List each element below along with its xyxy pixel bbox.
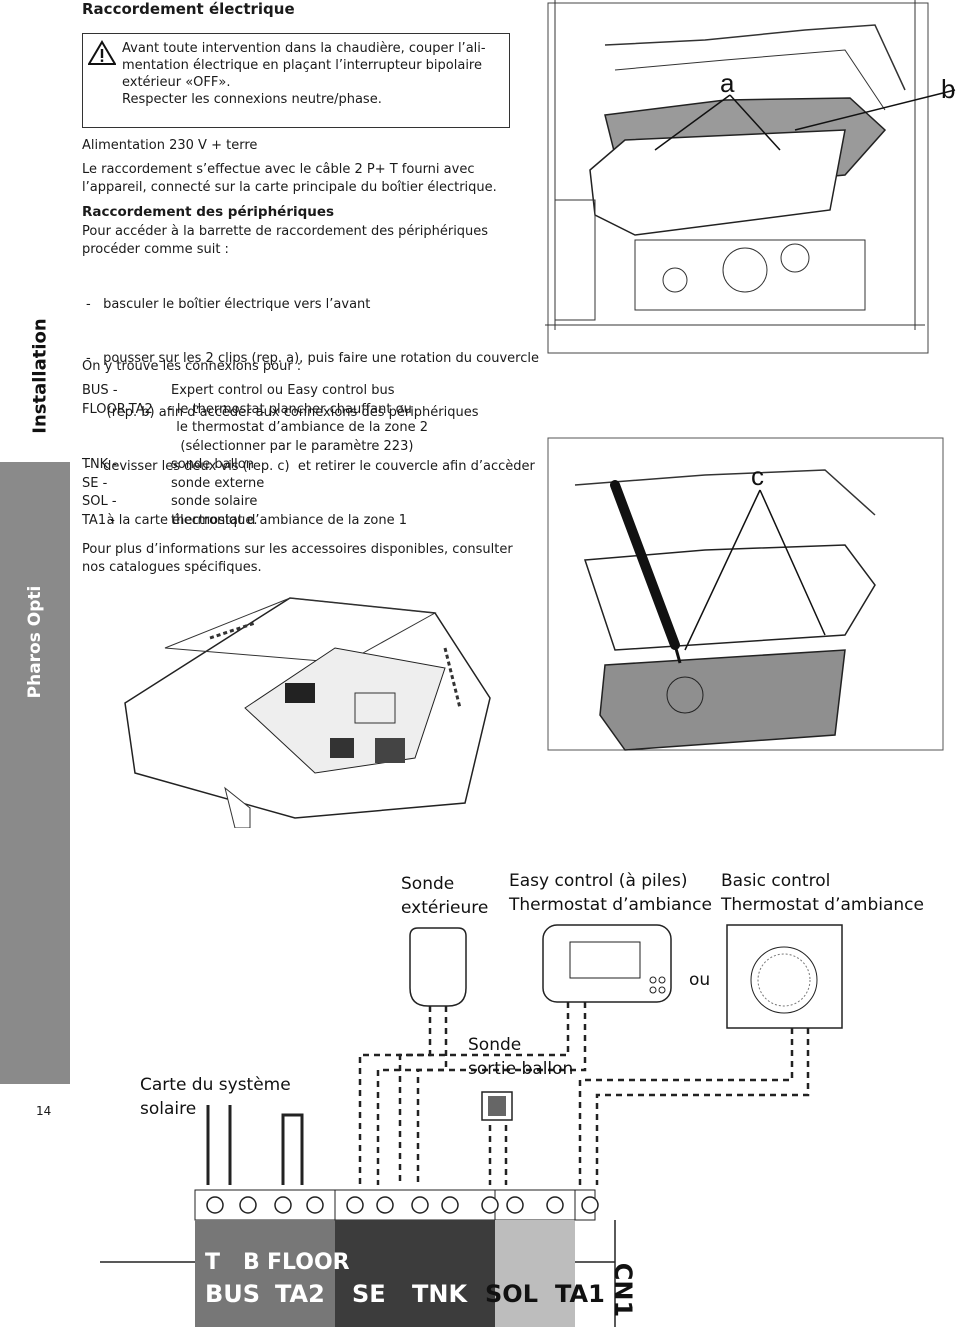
label-easy-control: Easy control (à piles)Thermostat d’ambia… — [509, 871, 712, 915]
label-ou: ou — [689, 970, 711, 990]
connections-list: BUS -Expert control ou Easy control bus … — [82, 383, 429, 528]
outdoor-sensor — [409, 927, 467, 1007]
terminal-se: SE — [352, 1280, 386, 1308]
terminal-ta2: TA2 — [275, 1280, 325, 1308]
terminal-top-bus: T B — [205, 1250, 260, 1275]
periph-intro: Pour accéder à la barrette de raccordeme… — [82, 224, 489, 257]
page-title: Raccordement électrique — [82, 0, 295, 18]
tank-sensor — [481, 1091, 513, 1121]
label-b: b — [941, 74, 955, 104]
product-tab: Pharos Opti — [0, 462, 70, 1084]
boiler-figure-top: a b — [545, 0, 955, 354]
boiler-figure-middle: c — [547, 437, 944, 751]
warning-icon — [88, 40, 116, 65]
basic-control-thermostat — [726, 924, 843, 1029]
connections-intro: On y trouve les connexions pour : — [82, 359, 302, 374]
list-item: à la carte électronique. — [86, 513, 258, 528]
terminal-block — [194, 1189, 596, 1327]
connector-label: CN1 — [609, 1262, 637, 1318]
label-a: a — [720, 68, 735, 98]
list-item: - devisser les deux vis (rep. c) et reti… — [86, 459, 535, 474]
terminal-sol: SOL — [485, 1280, 538, 1308]
section-tab: Installation — [29, 318, 51, 434]
steps-list: - basculer le boîtier électrique vers l’… — [86, 260, 539, 548]
supply-text: Alimentation 230 V + terre — [82, 138, 258, 153]
connection-text: Le raccordement s’effectue avec le câble… — [82, 162, 497, 195]
easy-control-thermostat — [542, 924, 672, 1003]
electrical-box-figure — [124, 597, 491, 828]
terminal-ta1: TA1 — [555, 1280, 605, 1308]
periph-heading: Raccordement des périphériques — [82, 204, 335, 220]
label-c: c — [751, 461, 764, 491]
list-item: (rep. b) afin d’accèder aux connexions d… — [86, 405, 479, 420]
warning-box — [82, 33, 510, 128]
warning-text: Avant toute intervention dans la chaudiè… — [122, 41, 486, 107]
terminal-tnk: TNK — [412, 1280, 468, 1308]
list-item: - basculer le boîtier électrique vers l’… — [86, 297, 371, 312]
more-info: Pour plus d’informations sur les accesso… — [82, 542, 513, 575]
terminal-bus: BUS — [205, 1280, 261, 1308]
page-number: 14 — [36, 1104, 52, 1118]
list-item: - pousser sur les 2 clips (rep. a), puis… — [86, 351, 539, 366]
terminal-top-floor: FLOOR — [267, 1250, 350, 1275]
wiring-diagram — [100, 924, 843, 1327]
solar-board-wires — [206, 1105, 304, 1185]
terminal-screws — [206, 1196, 599, 1214]
